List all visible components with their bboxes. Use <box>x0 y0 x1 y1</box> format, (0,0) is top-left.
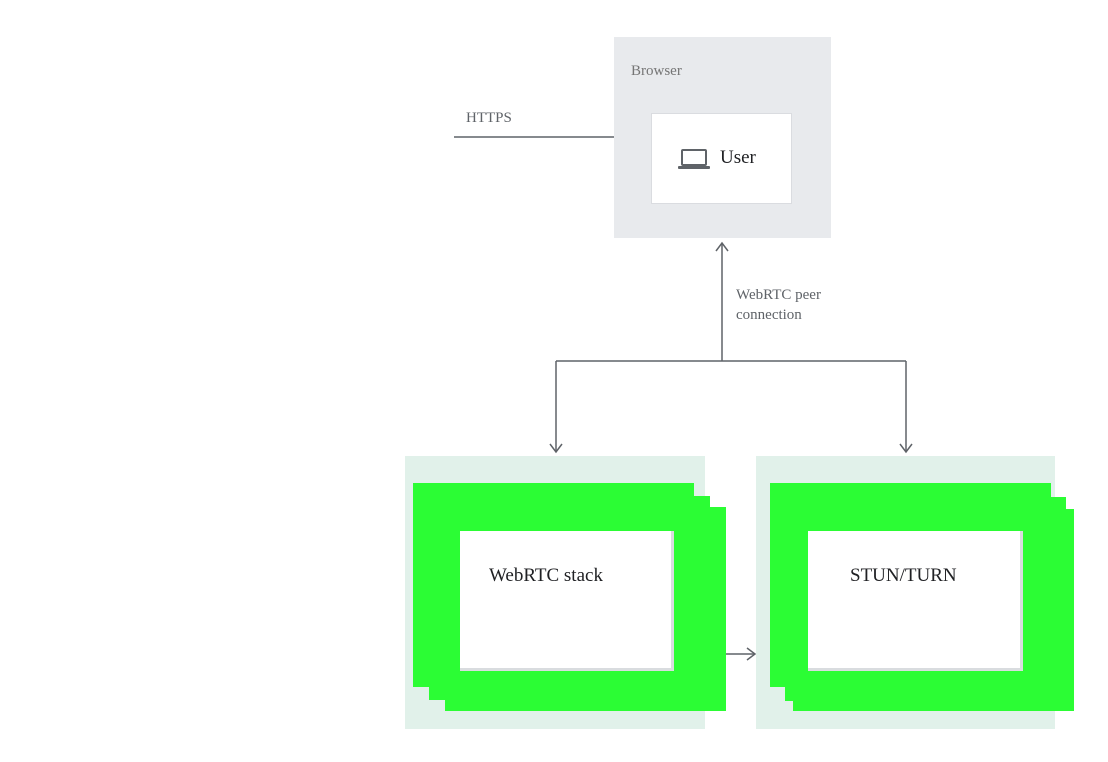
peer-connection-label-line1: WebRTC peer <box>736 287 821 303</box>
webrtc-stack-node[interactable] <box>460 531 674 671</box>
laptop-icon <box>678 149 710 169</box>
arrowhead-down-webrtc-stack <box>549 443 563 454</box>
stun-turn-node[interactable] <box>808 531 1023 671</box>
stun-turn-label: STUN/TURN <box>850 565 957 586</box>
user-label: User <box>720 147 756 168</box>
arrowhead-right-stun-turn <box>746 647 757 661</box>
user-node[interactable] <box>651 113 792 204</box>
peer-connection-label-line2: connection <box>736 307 802 323</box>
peer-connection-label: WebRTC peer connection <box>736 285 821 325</box>
browser-group-label: Browser <box>631 63 682 79</box>
arrowhead-down-stun-turn <box>899 443 913 454</box>
https-label: HTTPS <box>466 110 512 126</box>
webrtc-stack-label: WebRTC stack <box>489 565 603 586</box>
arrowhead-up-browser <box>715 241 729 252</box>
